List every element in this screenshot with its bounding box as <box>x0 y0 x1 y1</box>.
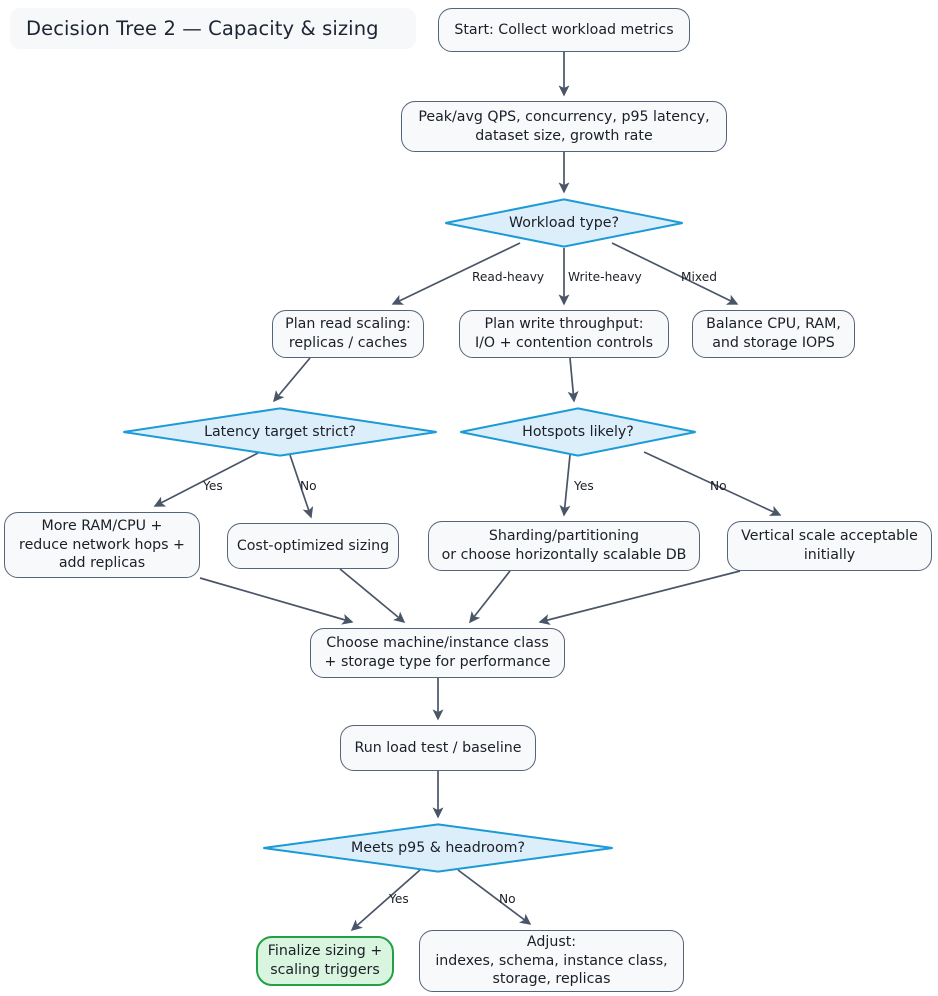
node-finalize-sizing[interactable]: Finalize sizing +scaling triggers <box>256 936 394 986</box>
decision-workload-type-label: Workload type? <box>509 215 619 231</box>
edge-label-meets-no: No <box>499 892 516 906</box>
edge-vertical-to-choose <box>538 570 741 625</box>
edge-label-hotspots-yes: Yes <box>574 479 594 493</box>
edge-plan-read-to-latency <box>273 357 311 403</box>
node-more-ram-cpu[interactable]: More RAM/CPU +reduce network hops +add r… <box>4 512 200 578</box>
decision-hotspots-likely-label: Hotspots likely? <box>522 424 634 440</box>
edge-plan-write-to-hotspots <box>567 357 579 403</box>
node-adjust-indexes[interactable]: Adjust:indexes, schema, instance class,s… <box>419 930 684 992</box>
decision-meets-p95-headroom-label: Meets p95 & headroom? <box>351 840 525 856</box>
edge-meets-yes-to-finalize <box>350 869 421 932</box>
edge-label-read-heavy: Read-heavy <box>472 270 545 284</box>
node-start[interactable]: Start: Collect workload metrics <box>438 8 690 52</box>
edge-label-write-heavy: Write-heavy <box>568 270 642 284</box>
node-choose-machine-class[interactable]: Choose machine/instance class+ storage t… <box>310 628 565 678</box>
edge-more-ram-to-choose <box>199 577 354 625</box>
edge-cost-to-choose <box>339 568 406 623</box>
node-balance-cpu-ram[interactable]: Balance CPU, RAM,and storage IOPS <box>692 310 855 358</box>
decision-latency-target-strict[interactable]: Latency target strict? <box>122 407 438 457</box>
decision-hotspots-likely[interactable]: Hotspots likely? <box>459 407 697 457</box>
edge-hotspots-yes-to-sharding <box>559 454 571 517</box>
node-plan-write-throughput[interactable]: Plan write throughput:I/O + contention c… <box>459 310 669 358</box>
page-title: Decision Tree 2 — Capacity & sizing <box>10 8 416 49</box>
node-run-load-test[interactable]: Run load test / baseline <box>340 725 536 771</box>
edge-label-meets-yes: Yes <box>389 892 409 906</box>
node-workload-metrics[interactable]: Peak/avg QPS, concurrency, p95 latency,d… <box>401 101 727 152</box>
edge-meets-no-to-adjust <box>457 869 532 925</box>
decision-meets-p95-headroom[interactable]: Meets p95 & headroom? <box>262 823 614 873</box>
edge-label-mixed: Mixed <box>681 270 717 284</box>
edge-label-hotspots-no: No <box>710 479 727 493</box>
edge-label-latency-yes: Yes <box>203 479 223 493</box>
edge-label-latency-no: No <box>300 479 317 493</box>
edge-sharding-to-choose <box>469 570 511 624</box>
node-plan-read-scaling[interactable]: Plan read scaling:replicas / caches <box>272 310 424 358</box>
decision-workload-type[interactable]: Workload type? <box>444 198 684 248</box>
decision-latency-target-strict-label: Latency target strict? <box>204 424 356 440</box>
node-cost-optimized-sizing[interactable]: Cost-optimized sizing <box>227 523 399 569</box>
